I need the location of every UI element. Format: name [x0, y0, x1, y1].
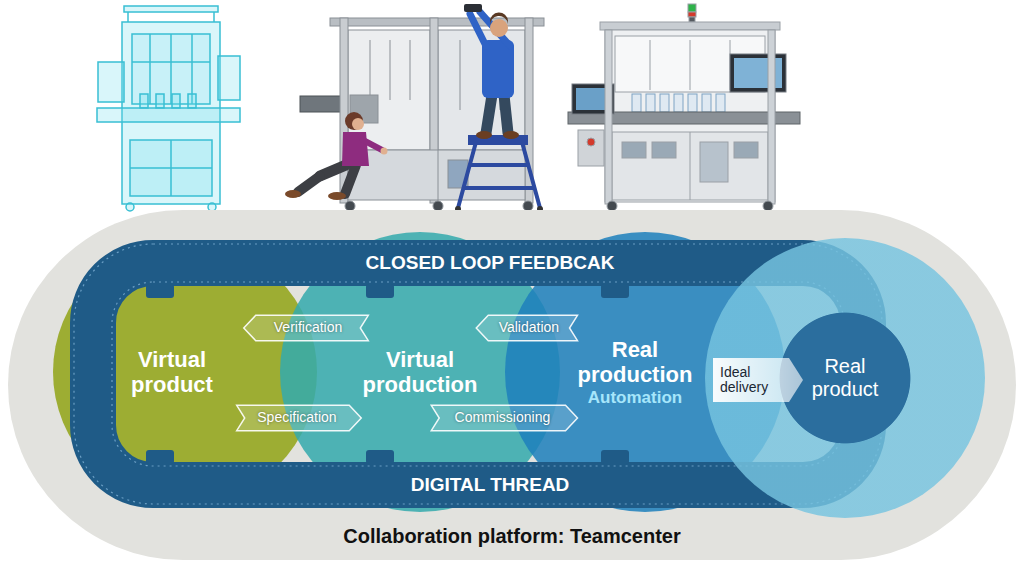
finished-machine — [600, 22, 780, 30]
arrow-label: Validation — [499, 320, 559, 335]
machine-under-assembly — [460, 40, 461, 110]
stage-title: Real product — [800, 355, 890, 401]
loop-band-tab — [366, 450, 394, 464]
finished-machine — [622, 142, 646, 158]
loop-band-tab — [601, 284, 629, 298]
flow-arrow — [476, 315, 577, 340]
flow-arrow — [431, 405, 577, 430]
platform-ground: Virtual product Virtual production Real pr… — [8, 210, 1016, 560]
loop-band-tab — [146, 450, 174, 464]
technician-on-ladder — [464, 4, 482, 12]
finished-machine — [700, 142, 728, 182]
virtual-machine-model — [97, 108, 240, 122]
finished-machine — [689, 17, 695, 22]
technician-kneeling — [285, 190, 301, 198]
platform-title: Collaboration platform: Teamcenter — [343, 525, 680, 548]
stage-subtitle: Automation — [588, 388, 682, 408]
finished-machine — [674, 94, 683, 112]
virtual-machine-model — [218, 56, 240, 100]
loop-band-tab — [601, 450, 629, 464]
virtual-machine-model — [97, 6, 240, 211]
step-ladder — [470, 163, 528, 167]
finished-machine — [568, 4, 800, 211]
finished-machine — [587, 138, 595, 146]
machine-under-assembly — [348, 150, 525, 200]
virtual-machine-model — [188, 94, 196, 108]
step-ladder — [522, 142, 540, 208]
step-ladder — [455, 137, 543, 212]
virtual-machine-model — [170, 140, 172, 196]
loop-title: DIGITAL THREAD — [411, 474, 570, 496]
technician-kneeling — [363, 140, 382, 150]
technician-kneeling — [345, 112, 363, 130]
virtual-machine-model — [98, 62, 124, 102]
loop-title: CLOSED LOOP FEEDBCAK — [366, 252, 615, 274]
finished-machine — [734, 142, 758, 158]
flow-arrow — [713, 358, 803, 402]
technician-on-ladder — [490, 19, 508, 37]
stage-title: Virtual product — [117, 347, 227, 398]
technician-kneeling — [381, 148, 388, 155]
loop-band-tab — [366, 284, 394, 298]
technician-on-ladder — [503, 131, 519, 139]
virtual-machine-model — [156, 94, 164, 108]
technician-on-ladder — [464, 4, 519, 139]
technician-kneeling — [342, 132, 369, 166]
technician-kneeling — [328, 192, 346, 200]
machine-under-assembly — [390, 40, 391, 100]
technician-on-ladder — [486, 95, 492, 133]
machine-under-assembly — [370, 40, 371, 100]
machine-under-assembly — [438, 150, 439, 200]
finished-machine — [702, 94, 711, 112]
virtual-machine-model — [126, 203, 134, 211]
finished-machine — [578, 130, 604, 166]
finished-machine — [690, 40, 691, 90]
finished-machine — [605, 30, 612, 204]
machine-under-assembly — [410, 40, 411, 100]
virtual-machine-model — [124, 6, 218, 12]
finished-machine — [690, 132, 691, 200]
technician-kneeling — [352, 118, 364, 130]
virtual-machine-model — [149, 34, 151, 104]
finished-machine — [652, 142, 676, 158]
arrow-label: Ideal delivery — [720, 365, 782, 396]
technician-on-ladder — [476, 131, 492, 139]
finished-machine — [632, 94, 641, 112]
technician-kneeling — [345, 165, 356, 194]
finished-machine — [646, 94, 655, 112]
step-ladder — [470, 137, 526, 143]
finished-machine — [730, 54, 786, 92]
arrow-label: Verification — [274, 320, 342, 335]
virtual-machine-model — [130, 140, 212, 196]
technician-on-ladder — [504, 95, 508, 133]
step-ladder — [464, 186, 534, 190]
stage-title: Virtual production — [350, 347, 490, 398]
finished-machine — [768, 30, 775, 204]
virtual-machine-model — [127, 12, 129, 22]
arrow-label: Specification — [257, 410, 336, 425]
finished-machine — [688, 12, 696, 17]
technician-kneeling — [285, 112, 388, 200]
technician-on-ladder — [490, 12, 508, 26]
finished-machine — [612, 132, 768, 200]
flow-arrow — [244, 315, 369, 340]
finished-machine — [660, 94, 669, 112]
technician-kneeling — [298, 176, 320, 192]
step-ladder — [458, 142, 476, 208]
finished-machine — [688, 94, 697, 112]
virtual-machine-model — [213, 12, 215, 22]
finished-machine — [688, 4, 696, 12]
finished-machine — [650, 40, 651, 90]
technician-on-ladder — [480, 12, 510, 46]
virtual-machine-model — [132, 61, 210, 63]
arrow-label: Commissioning — [455, 410, 551, 425]
virtual-machine-model — [172, 94, 180, 108]
finished-machine — [716, 94, 725, 112]
flow-arrow — [237, 405, 362, 430]
loop-band-tab — [146, 284, 174, 298]
virtual-machine-model — [140, 94, 148, 108]
stage-title: Real production — [565, 337, 705, 388]
